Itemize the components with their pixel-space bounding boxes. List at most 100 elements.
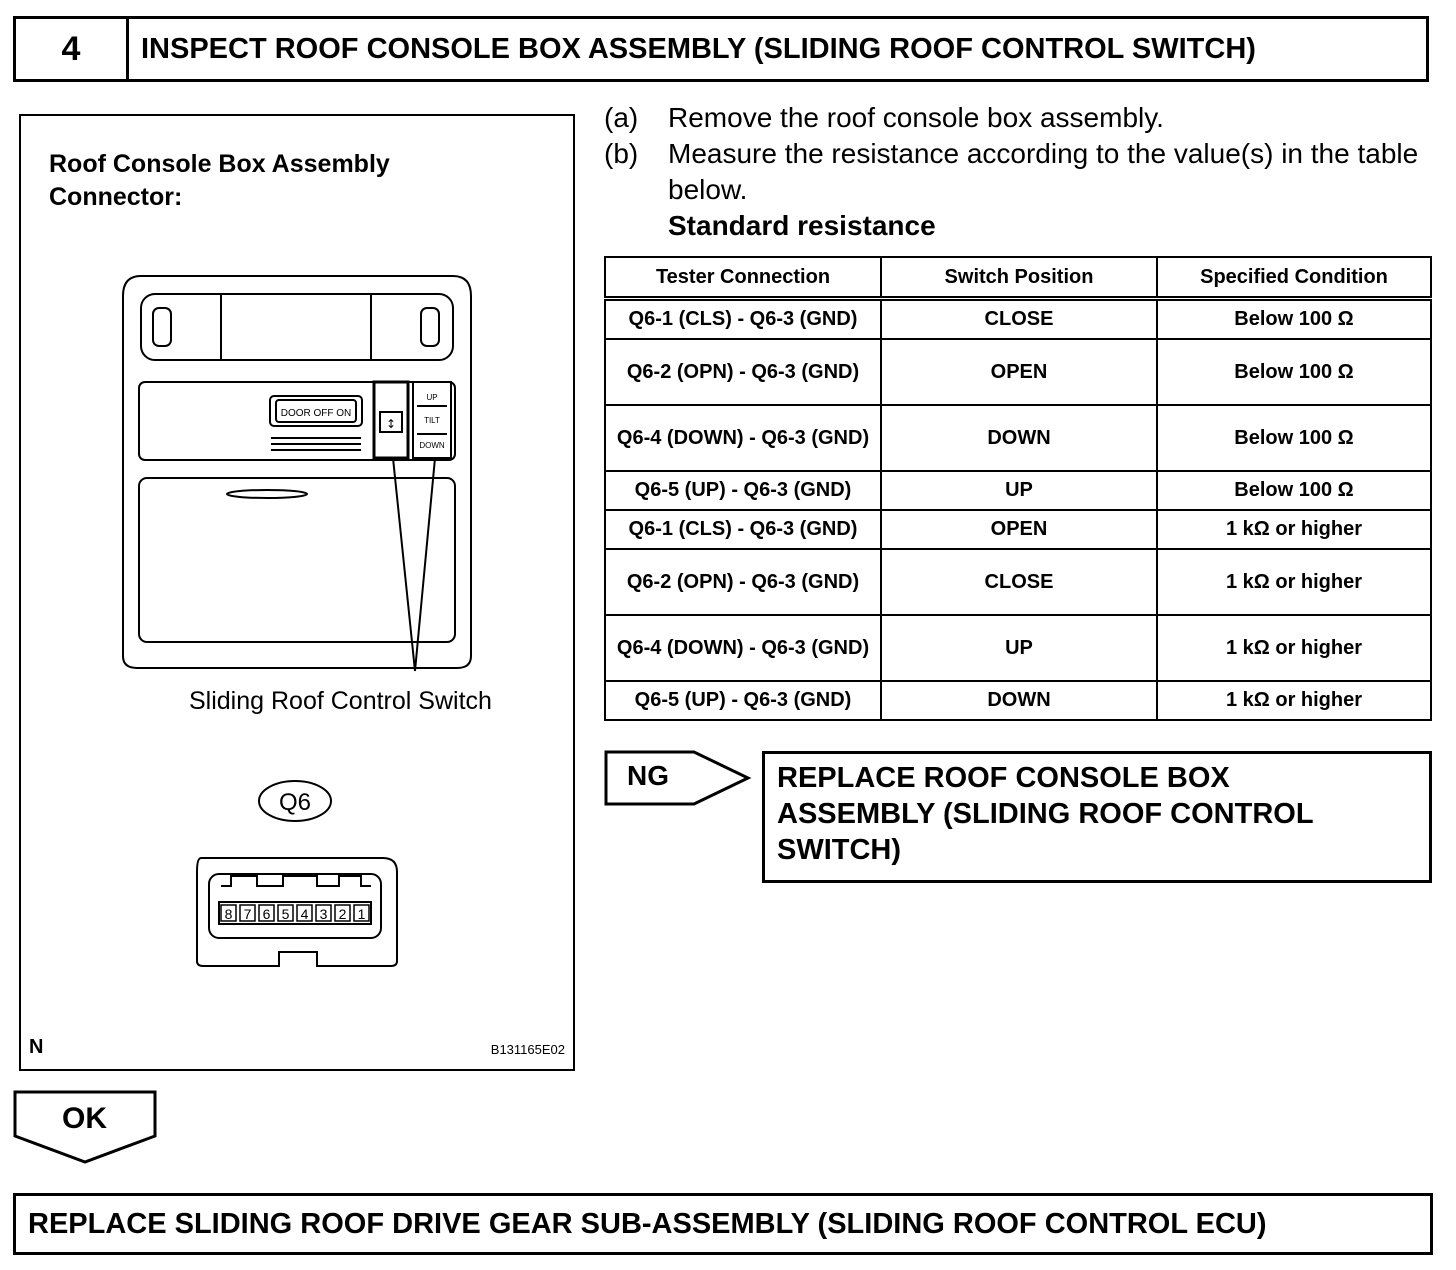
up-text: UP bbox=[426, 393, 437, 402]
lid-handle bbox=[226, 489, 308, 499]
switch-position-cell: CLOSE bbox=[880, 297, 1158, 340]
column-header: Switch Position bbox=[880, 256, 1158, 301]
specified-condition-cell: 1 kΩ or higher bbox=[1156, 509, 1432, 550]
console-outline bbox=[122, 275, 472, 669]
tester-connection-cell: Q6-1 (CLS) - Q6-3 (GND) bbox=[604, 297, 882, 340]
standard-resistance-label: Standard resistance bbox=[668, 210, 936, 241]
tester-connection-cell: Q6-5 (UP) - Q6-3 (GND) bbox=[604, 680, 882, 721]
specified-condition-cell: 1 kΩ or higher bbox=[1156, 614, 1432, 682]
specified-condition-cell: 1 kΩ or higher bbox=[1156, 548, 1432, 616]
instruction-key: (a) bbox=[604, 102, 639, 133]
specified-condition-cell: Below 100 Ω bbox=[1156, 470, 1432, 511]
switch-position-cell: OPEN bbox=[880, 338, 1158, 406]
step-number: 4 bbox=[16, 19, 129, 79]
connector-pin-cell bbox=[258, 904, 275, 922]
instruction-text: Measure the resistance according to the … bbox=[668, 138, 1419, 205]
switch-label: Sliding Roof Control Switch bbox=[189, 687, 492, 715]
illustration-figure: Roof Console Box Assembly Connector: DOO… bbox=[19, 114, 575, 1071]
connector-inner bbox=[208, 873, 382, 939]
tester-connection-cell: Q6-5 (UP) - Q6-3 (GND) bbox=[604, 470, 882, 511]
ng-action-line3: SWITCH) bbox=[777, 834, 902, 866]
switch-position-cell: UP bbox=[880, 470, 1158, 511]
instruction-text: Remove the roof console box assembly. bbox=[668, 102, 1164, 133]
sliding-roof-switch bbox=[372, 380, 410, 460]
corner-mark: N bbox=[29, 1036, 44, 1058]
lamp-panel bbox=[140, 293, 454, 361]
ng-arrow bbox=[604, 750, 752, 806]
table-row: Q6-4 (DOWN) - Q6-3 (GND) DOWN Below 100 … bbox=[604, 404, 1432, 472]
tester-connection-cell: Q6-1 (CLS) - Q6-3 (GND) bbox=[604, 509, 882, 550]
instruction-b: (b) Measure the resistance according to … bbox=[604, 136, 1424, 208]
figure-code: B131165E02 bbox=[490, 1042, 565, 1057]
figure-caption: Roof Console Box Assembly Connector: bbox=[49, 148, 390, 214]
connector-pin-number: 4 bbox=[301, 906, 309, 922]
connector-shell bbox=[196, 857, 398, 967]
instructions: (a) Remove the roof console box assembly… bbox=[604, 100, 1424, 244]
tilt-switch bbox=[412, 381, 452, 459]
tester-connection-cell: Q6-4 (DOWN) - Q6-3 (GND) bbox=[604, 404, 882, 472]
table-header-row: Tester Connection Switch Position Specif… bbox=[604, 256, 1432, 301]
specified-condition-cell: Below 100 Ω bbox=[1156, 297, 1432, 340]
specified-condition-cell: Below 100 Ω bbox=[1156, 404, 1432, 472]
instruction-a: (a) Remove the roof console box assembly… bbox=[604, 100, 1424, 136]
switch-panel bbox=[138, 381, 456, 461]
column-header: Tester Connection bbox=[604, 256, 882, 301]
connector-id: Q6 bbox=[279, 789, 311, 816]
connector-pin-number: 8 bbox=[225, 906, 233, 922]
connector-pin-row bbox=[218, 901, 372, 925]
switch-position-cell: DOWN bbox=[880, 404, 1158, 472]
ng-action-line1: REPLACE ROOF CONSOLE BOX bbox=[777, 762, 1230, 794]
tilt-text: TILT bbox=[424, 416, 440, 425]
connector-pin-number: 7 bbox=[244, 906, 252, 922]
specified-condition-cell: Below 100 Ω bbox=[1156, 338, 1432, 406]
step-header: 4 INSPECT ROOF CONSOLE BOX ASSEMBLY (SLI… bbox=[13, 16, 1429, 82]
tester-connection-cell: Q6-4 (DOWN) - Q6-3 (GND) bbox=[604, 614, 882, 682]
connector-pin-cell bbox=[296, 904, 313, 922]
connector-pin-number: 1 bbox=[358, 906, 366, 922]
connector-pin-number: 2 bbox=[339, 906, 347, 922]
leader-line-2 bbox=[414, 457, 436, 672]
table-row: Q6-2 (OPN) - Q6-3 (GND) OPEN Below 100 Ω bbox=[604, 338, 1432, 406]
connector-pin-number: 5 bbox=[282, 906, 290, 922]
switch-position-cell: DOWN bbox=[880, 680, 1158, 721]
ok-arrow bbox=[13, 1090, 157, 1164]
table-row: Q6-1 (CLS) - Q6-3 (GND) OPEN 1 kΩ or hig… bbox=[604, 509, 1432, 550]
lamp-left bbox=[152, 307, 172, 347]
connector-pin-cell bbox=[239, 904, 256, 922]
door-switch-text: DOOR OFF ON bbox=[281, 408, 352, 419]
resistance-table: Tester Connection Switch Position Specif… bbox=[604, 256, 1432, 721]
ok-label: OK bbox=[62, 1102, 107, 1135]
connector-pin-cell bbox=[277, 904, 294, 922]
switch-position-cell: UP bbox=[880, 614, 1158, 682]
connector-pin-cell bbox=[220, 904, 237, 922]
table-row: Q6-1 (CLS) - Q6-3 (GND) CLOSE Below 100 … bbox=[604, 297, 1432, 340]
table-row: Q6-4 (DOWN) - Q6-3 (GND) UP 1 kΩ or high… bbox=[604, 614, 1432, 682]
door-switch bbox=[269, 395, 363, 427]
switch-position-cell: OPEN bbox=[880, 509, 1158, 550]
connector-pin-number: 3 bbox=[320, 906, 328, 922]
specified-condition-cell: 1 kΩ or higher bbox=[1156, 680, 1432, 721]
tester-connection-cell: Q6-2 (OPN) - Q6-3 (GND) bbox=[604, 338, 882, 406]
switch-position-cell: CLOSE bbox=[880, 548, 1158, 616]
figure-caption-line2: Connector: bbox=[49, 183, 183, 211]
down-text: DOWN bbox=[419, 441, 445, 450]
column-header: Specified Condition bbox=[1156, 256, 1432, 301]
connector-pin-number: 6 bbox=[263, 906, 271, 922]
connector-pin-cell bbox=[334, 904, 351, 922]
table-row: Q6-5 (UP) - Q6-3 (GND) UP Below 100 Ω bbox=[604, 470, 1432, 511]
lamp-right bbox=[420, 307, 440, 347]
tester-connection-cell: Q6-2 (OPN) - Q6-3 (GND) bbox=[604, 548, 882, 616]
instruction-key: (b) bbox=[604, 138, 639, 169]
svg-text:↕: ↕ bbox=[386, 417, 396, 431]
final-action-text: REPLACE SLIDING ROOF DRIVE GEAR SUB-ASSE… bbox=[28, 1207, 1267, 1240]
step-title: INSPECT ROOF CONSOLE BOX ASSEMBLY (SLIDI… bbox=[141, 32, 1256, 65]
table-row: Q6-5 (UP) - Q6-3 (GND) DOWN 1 kΩ or high… bbox=[604, 680, 1432, 721]
leader-line-1 bbox=[392, 457, 416, 672]
final-action-box: REPLACE SLIDING ROOF DRIVE GEAR SUB-ASSE… bbox=[13, 1193, 1433, 1255]
ng-action-line2: ASSEMBLY (SLIDING ROOF CONTROL bbox=[777, 798, 1314, 830]
ng-label: NG bbox=[627, 760, 669, 791]
connector-pin-cell bbox=[315, 904, 332, 922]
connector-id-oval bbox=[258, 780, 332, 822]
